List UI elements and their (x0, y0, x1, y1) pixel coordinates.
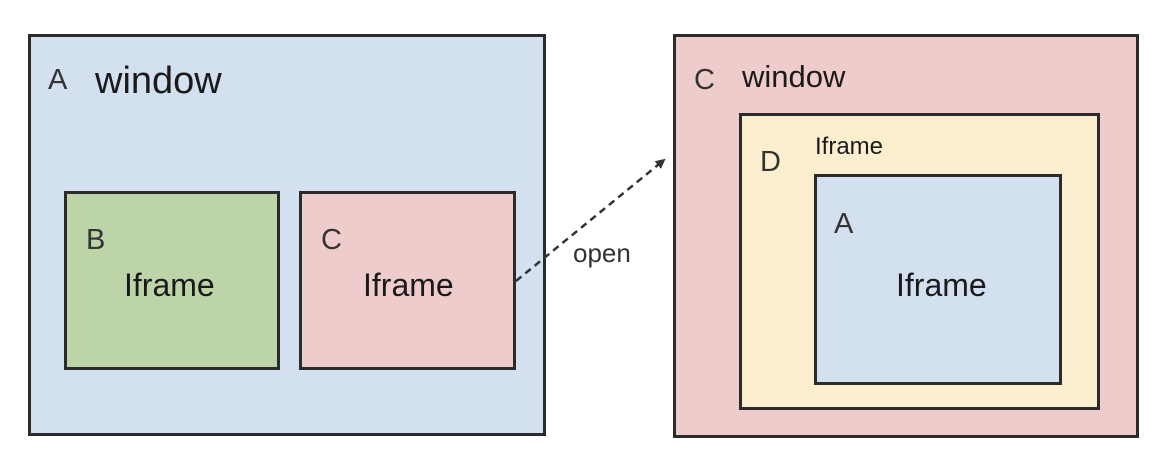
b-iframe-letter: B (86, 224, 106, 256)
c-window-title: window (742, 59, 846, 94)
open-label: open (573, 238, 631, 268)
a-iframe-box (814, 174, 1062, 385)
c-iframe-title: Iframe (363, 267, 454, 303)
d-iframe-title: Iframe (815, 133, 884, 160)
b-iframe-title: Iframe (124, 267, 215, 303)
a-iframe-title: Iframe (896, 267, 987, 303)
c-window-letter: C (694, 64, 715, 96)
c-iframe-letter: C (321, 224, 342, 256)
a-window-letter: A (48, 64, 68, 96)
d-iframe-letter: D (760, 146, 781, 178)
a-iframe-letter: A (834, 208, 854, 240)
b-iframe-box (64, 191, 280, 370)
a-window-title: window (95, 60, 222, 102)
c-iframe-box (299, 191, 516, 370)
open-arrow-line (515, 158, 666, 282)
